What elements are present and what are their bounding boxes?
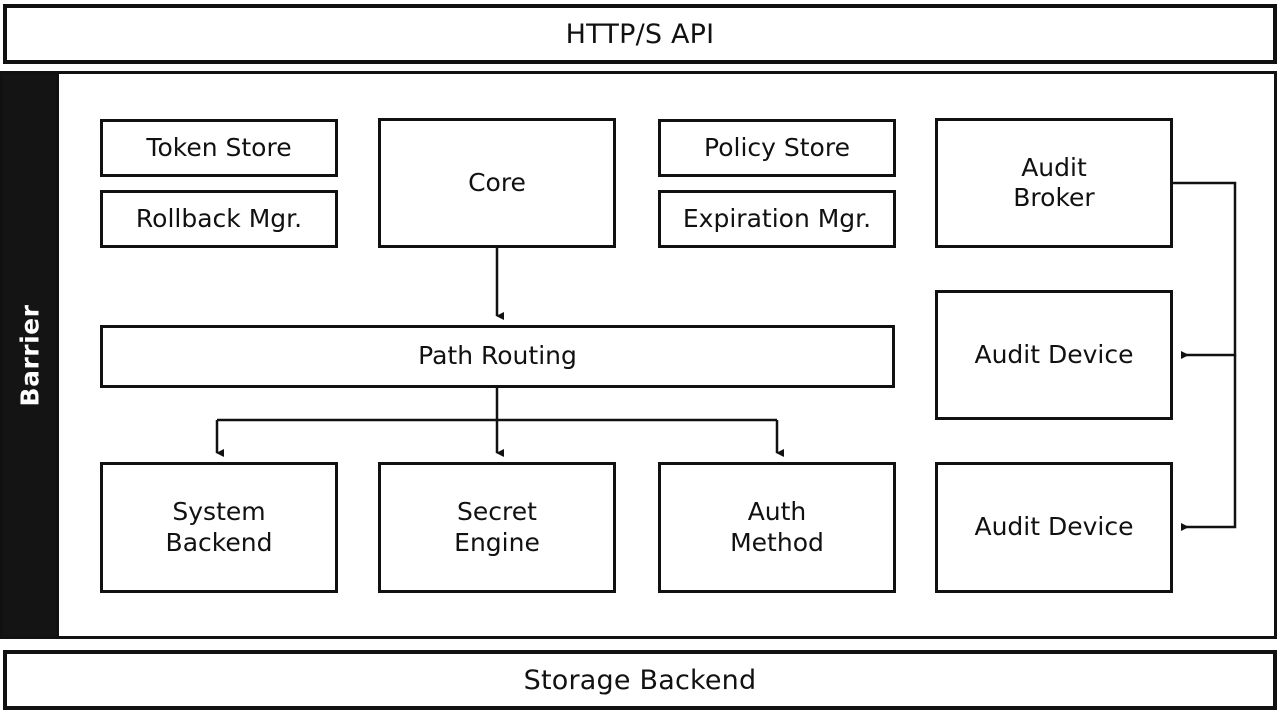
node-audit-device-1[interactable]: Audit Device <box>935 290 1173 420</box>
node-policy-store-label: Policy Store <box>704 132 850 162</box>
node-audit-device-2[interactable]: Audit Device <box>935 462 1173 593</box>
node-auth-method[interactable]: Auth Method <box>658 462 896 593</box>
http-s-api-band: HTTP/S API <box>3 4 1277 64</box>
node-token-store-label: Token Store <box>146 132 292 162</box>
node-path-routing-label: Path Routing <box>418 341 577 371</box>
barrier-bar: Barrier <box>3 74 56 636</box>
node-system-backend[interactable]: System Backend <box>100 462 338 593</box>
node-auth-method-label: Auth Method <box>730 497 824 557</box>
barrier-label: Barrier <box>15 304 44 406</box>
node-token-store[interactable]: Token Store <box>100 119 338 177</box>
node-expiration-mgr-label: Expiration Mgr. <box>682 203 872 233</box>
node-audit-device-2-label: Audit Device <box>974 512 1134 542</box>
node-core[interactable]: Core <box>378 118 616 248</box>
storage-backend-label: Storage Backend <box>523 664 757 696</box>
node-secret-engine-label: Secret Engine <box>454 497 540 557</box>
node-audit-broker-label: Audit Broker <box>1013 152 1095 213</box>
node-rollback-mgr-label: Rollback Mgr. <box>135 203 303 233</box>
node-core-label: Core <box>468 167 526 197</box>
node-policy-store[interactable]: Policy Store <box>658 119 896 177</box>
node-audit-broker[interactable]: Audit Broker <box>935 118 1173 248</box>
node-audit-device-1-label: Audit Device <box>974 339 1134 369</box>
http-s-api-label: HTTP/S API <box>565 18 715 50</box>
node-rollback-mgr[interactable]: Rollback Mgr. <box>100 190 338 248</box>
node-system-backend-label: System Backend <box>165 497 273 557</box>
node-secret-engine[interactable]: Secret Engine <box>378 462 616 593</box>
node-expiration-mgr[interactable]: Expiration Mgr. <box>658 190 896 248</box>
node-path-routing[interactable]: Path Routing <box>100 325 895 388</box>
storage-backend-band: Storage Backend <box>3 650 1277 710</box>
